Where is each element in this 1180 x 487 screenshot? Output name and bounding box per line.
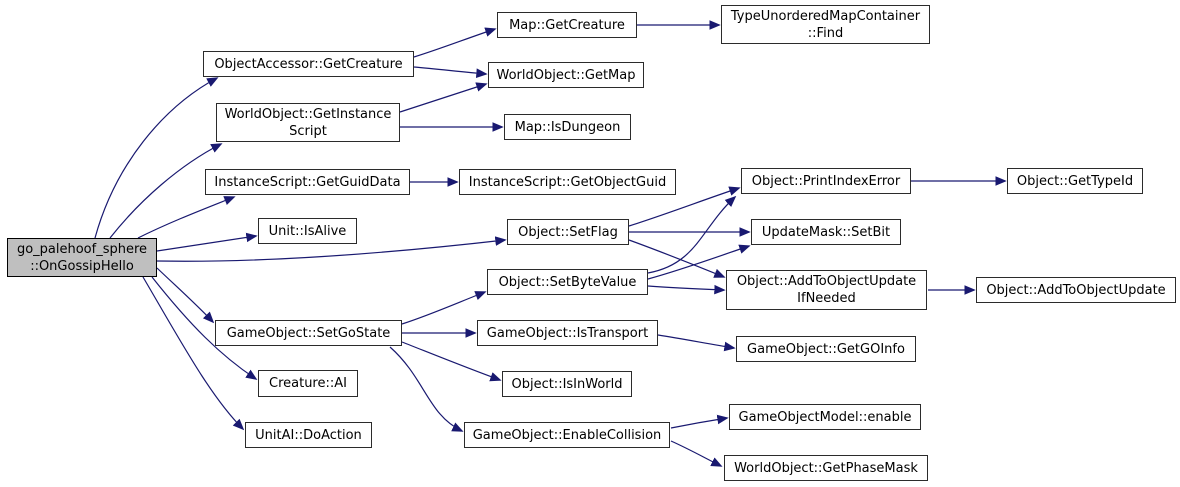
edge-go-palehoof-sphere-ongossiphello-to-unit-isalive <box>156 232 258 252</box>
node-object-gettypeid[interactable]: Object::GetTypeId <box>1007 168 1143 194</box>
node-updatemask-setbit[interactable]: UpdateMask::SetBit <box>751 219 901 245</box>
edge-object-setbytevalue-to-object-addtoobjectupdateifneeded <box>647 284 726 295</box>
node-label: IfNeeded <box>797 291 856 306</box>
node-label: ObjectAccessor::GetCreature <box>214 56 403 72</box>
edge-gameobject-setgostate-to-object-setbytevalue <box>401 291 487 325</box>
node-gameobject-istransport[interactable]: GameObject::IsTransport <box>477 320 658 346</box>
node-label: go_palehoof_sphere <box>16 241 148 257</box>
edge-object-setbytevalue-to-object-printindexerror <box>647 195 737 274</box>
node-go-palehoof-sphere-ongossiphello: go_palehoof_sphere::OnGossipHello <box>7 238 157 277</box>
node-label: WorldObject::GetInstance <box>224 106 392 122</box>
edge-objectaccessor-getcreature-to-worldobject-getmap <box>413 66 488 78</box>
node-worldobject-getmap[interactable]: WorldObject::GetMap <box>488 62 644 88</box>
node-label: Script <box>289 123 327 139</box>
node-object-setbytevalue[interactable]: Object::SetByteValue <box>487 269 648 295</box>
edge-gameobject-enablecollision-to-gameobjectmodel-enable <box>670 414 729 429</box>
edge-go-palehoof-sphere-ongossiphello-to-instancescript-getguiddata <box>137 196 236 239</box>
edge-worldobject-getinstancescript-to-worldobject-getmap <box>399 82 488 113</box>
node-typeunorderedmapcontainer-find[interactable]: TypeUnorderedMapContainer::Find <box>721 5 930 44</box>
node-label: Object::GetTypeId <box>1016 173 1134 189</box>
node-label: UpdateMask::SetBit <box>761 224 891 240</box>
edge-object-setflag-to-object-printindexerror <box>628 186 741 227</box>
edge-go-palehoof-sphere-ongossiphello-to-worldobject-getinstancescript <box>109 143 223 239</box>
edge-go-palehoof-sphere-ongossiphello-to-object-setflag <box>156 236 507 262</box>
node-object-setflag[interactable]: Object::SetFlag <box>507 219 629 245</box>
node-object-isinworld[interactable]: Object::IsInWorld <box>502 371 632 397</box>
node-label: Object::PrintIndexError <box>751 173 901 189</box>
edge-go-palehoof-sphere-ongossiphello-to-objectaccessor-getcreature <box>94 77 219 239</box>
node-unit-isalive[interactable]: Unit::IsAlive <box>258 218 357 244</box>
node-label: GameObject::GetGOInfo <box>747 341 905 357</box>
edge-go-palehoof-sphere-ongossiphello-to-creature-ai <box>151 276 258 380</box>
node-objectaccessor-getcreature[interactable]: ObjectAccessor::GetCreature <box>203 51 414 77</box>
node-label: ::Find <box>807 25 844 41</box>
node-label: InstanceScript::GetGuidData <box>214 174 401 190</box>
edge-gameobject-setgostate-to-gameobject-enablecollision <box>389 346 464 432</box>
node-object-addtoobjectupdate[interactable]: Object::AddToObjectUpdate <box>976 277 1176 303</box>
node-label: WorldObject::GetPhaseMask <box>734 460 918 476</box>
node-label: GameObjectModel::enable <box>738 409 912 425</box>
node-label: Object::SetByteValue <box>498 274 637 290</box>
edge-object-setbytevalue-to-updatemask-setbit <box>647 244 751 280</box>
node-label: GameObject::IsTransport <box>486 325 649 341</box>
node-label: TypeUnorderedMapContainer <box>730 8 921 24</box>
node-unitai-doaction[interactable]: UnitAI::DoAction <box>245 422 372 448</box>
node-gameobject-getgoinfo[interactable]: GameObject::GetGOInfo <box>736 336 916 362</box>
node-gameobject-enablecollision[interactable]: GameObject::EnableCollision <box>464 422 670 448</box>
node-label: ::OnGossipHello <box>30 258 134 274</box>
node-instancescript-getguiddata[interactable]: InstanceScript::GetGuidData <box>205 169 410 195</box>
node-label: GameObject::SetGoState <box>226 325 391 341</box>
node-instancescript-getobjectguid[interactable]: InstanceScript::GetObjectGuid <box>459 169 676 195</box>
node-label: Object::SetFlag <box>518 224 618 240</box>
node-label: InstanceScript::GetObjectGuid <box>468 174 667 190</box>
node-gameobjectmodel-enable[interactable]: GameObjectModel::enable <box>729 404 921 430</box>
edge-gameobject-enablecollision-to-worldobject-getphasemask <box>670 440 723 467</box>
node-map-getcreature[interactable]: Map::GetCreature <box>497 12 637 38</box>
edge-go-palehoof-sphere-ongossiphello-to-unitai-doaction <box>142 276 245 431</box>
node-label: Unit::IsAlive <box>268 223 347 239</box>
node-label: Object::AddToObjectUpdate <box>736 274 917 289</box>
edge-go-palehoof-sphere-ongossiphello-to-gameobject-setgostate <box>156 267 215 324</box>
node-label: Object::IsInWorld <box>511 376 623 392</box>
node-label: Creature::AI <box>269 376 347 391</box>
node-map-isdungeon[interactable]: Map::IsDungeon <box>504 114 631 140</box>
edge-gameobject-setgostate-to-object-isinworld <box>401 341 502 382</box>
node-gameobject-setgostate[interactable]: GameObject::SetGoState <box>215 320 402 346</box>
node-label: GameObject::EnableCollision <box>472 427 662 443</box>
edge-objectaccessor-getcreature-to-map-getcreature <box>413 27 497 58</box>
node-label: WorldObject::GetMap <box>496 67 636 83</box>
node-object-printindexerror[interactable]: Object::PrintIndexError <box>741 168 911 194</box>
node-creature-ai[interactable]: Creature::AI <box>258 370 358 397</box>
node-label: Map::IsDungeon <box>514 119 621 135</box>
edges-group <box>94 20 1007 467</box>
node-label: Object::AddToObjectUpdate <box>986 282 1166 298</box>
edge-object-setflag-to-object-addtoobjectupdateifneeded <box>628 239 726 278</box>
node-label: Map::GetCreature <box>509 17 625 33</box>
edge-gameobject-istransport-to-gameobject-getgoinfo <box>657 334 736 352</box>
node-label: UnitAI::DoAction <box>255 427 362 443</box>
node-worldobject-getphasemask[interactable]: WorldObject::GetPhaseMask <box>724 455 928 481</box>
